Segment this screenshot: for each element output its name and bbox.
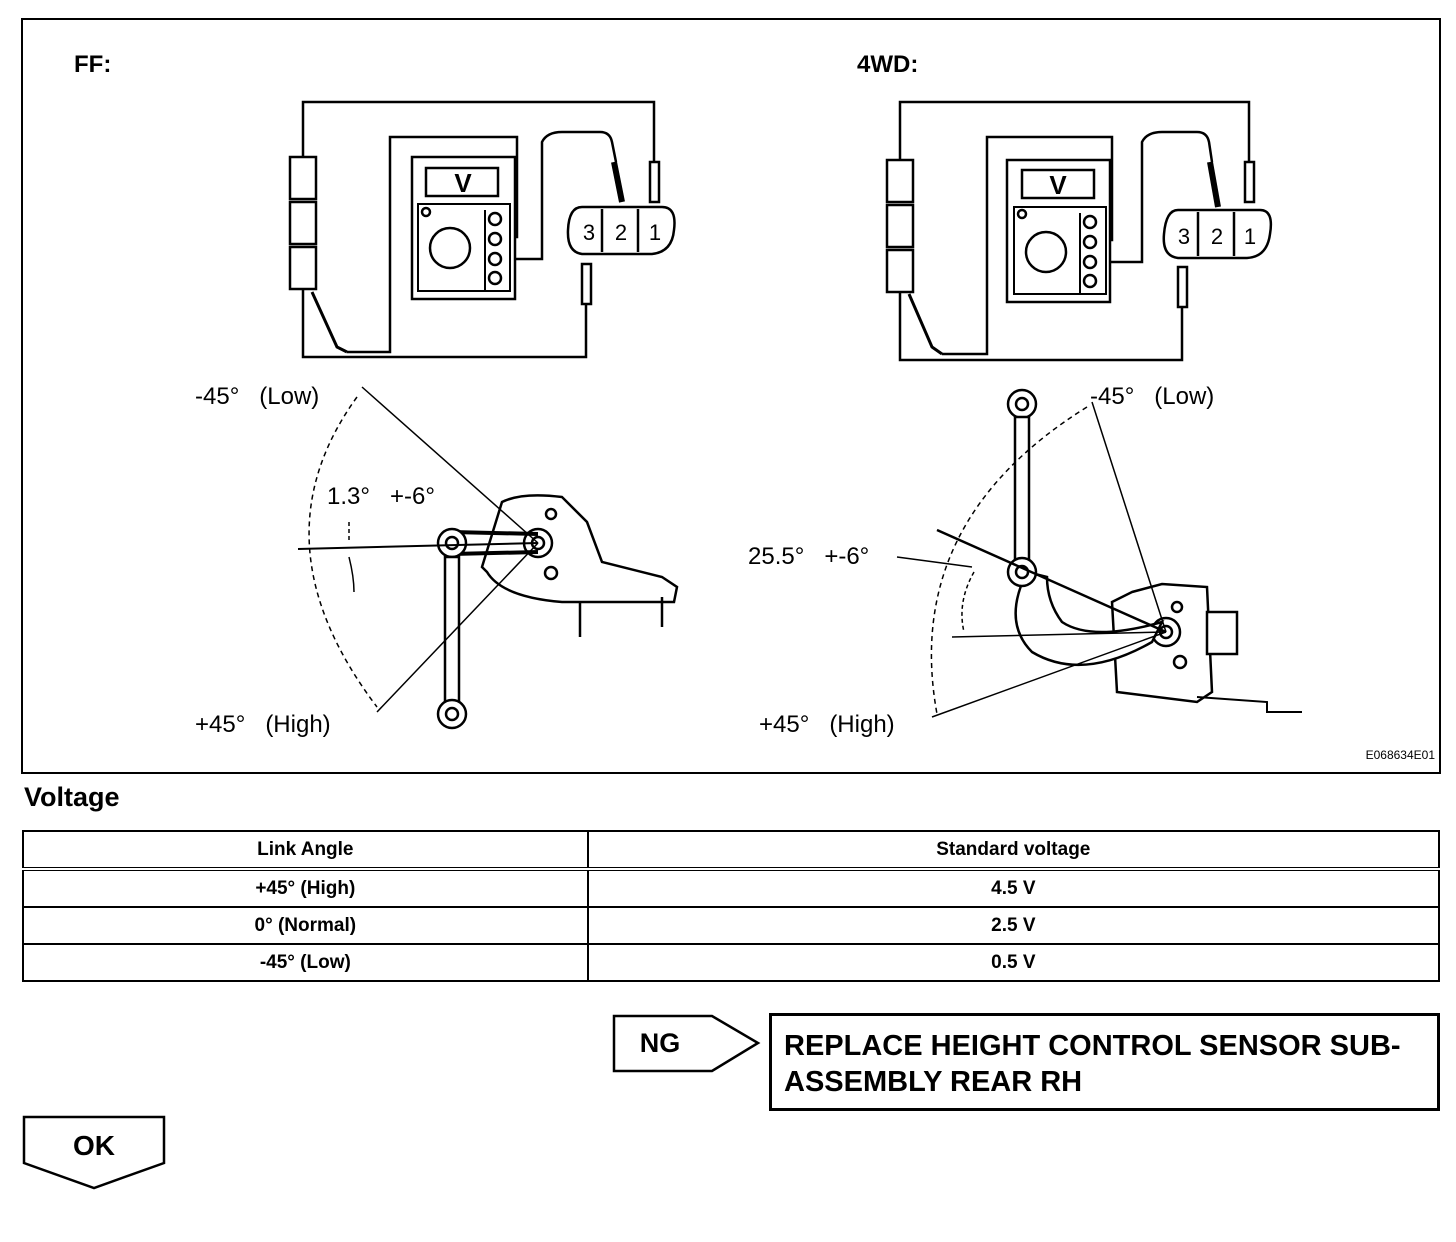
- ff-wire: [502, 130, 618, 261]
- table-row: -45° (Low) 0.5 V: [22, 943, 1441, 982]
- voltage-cell: 2.5 V: [586, 906, 1441, 945]
- fwd-low-label: -45° (Low): [1090, 383, 1214, 410]
- fwd-wire: [898, 100, 1251, 162]
- fwd-meter-label: V: [1049, 170, 1067, 200]
- fwd-connector: [1162, 208, 1273, 260]
- fwd-terminal-3: 3: [1178, 224, 1190, 249]
- fwd-height-sensor: [1014, 570, 1302, 713]
- fwd-high-label: +45° (High): [759, 711, 895, 738]
- fwd-probe: [907, 293, 943, 356]
- ff-high-label: +45° (High): [195, 711, 331, 738]
- ff-height-sensor: [480, 494, 679, 637]
- link-angle-cell: -45° (Low): [22, 943, 589, 982]
- ff-multimeter: [410, 155, 517, 301]
- table-row: +45° (High) 4.5 V: [22, 868, 1441, 908]
- fwd-battery: [885, 158, 915, 294]
- ff-link-rod: [436, 527, 539, 730]
- fwd-probe: [1243, 160, 1256, 204]
- column-header-link-angle: Link Angle: [22, 830, 589, 871]
- fwd-wire: [898, 292, 1184, 362]
- ng-label: NG: [640, 1028, 681, 1058]
- ff-wire: [301, 100, 656, 162]
- ng-result-line-1: REPLACE HEIGHT CONTROL SENSOR SUB-: [784, 1030, 1401, 1062]
- table-header-row: Link Angle Standard voltage: [22, 830, 1441, 871]
- ng-arrow: NG: [612, 1014, 761, 1073]
- ng-result-line-2: ASSEMBLY REAR RH: [784, 1066, 1083, 1098]
- fwd-wire: [1097, 130, 1214, 264]
- fwd-multimeter: [1005, 158, 1112, 304]
- link-angle-cell: +45° (High): [22, 868, 589, 908]
- voltage-cell: 0.5 V: [586, 943, 1441, 982]
- fwd-terminal-1: 1: [1244, 224, 1256, 249]
- ng-result-box: REPLACE HEIGHT CONTROL SENSOR SUB- ASSEM…: [769, 1013, 1440, 1111]
- ok-arrow: OK: [22, 1115, 166, 1190]
- fwd-probe: [1176, 265, 1189, 309]
- table-row: 0° (Normal) 2.5 V: [22, 906, 1441, 945]
- ff-label: FF:: [74, 51, 111, 78]
- link-angle-cell: 0° (Normal): [22, 906, 589, 945]
- ff-angle-label: 1.3° +-6°: [327, 483, 435, 510]
- ff-terminal-3: 3: [583, 220, 595, 245]
- fwd-link-rod: [1006, 388, 1038, 588]
- ff-low-label: -45° (Low): [195, 383, 319, 410]
- ff-meter-label: V: [454, 168, 472, 198]
- ff-battery: [288, 155, 318, 291]
- ff-terminal-1: 1: [649, 220, 661, 245]
- ff-probe: [648, 160, 661, 204]
- wiring-diagram: V 3 2 1: [74, 51, 1436, 762]
- fwd-label: 4WD:: [857, 51, 918, 78]
- diagram-frame: V 3 2 1: [21, 18, 1441, 774]
- ff-terminal-2: 2: [615, 220, 627, 245]
- ff-connector: [566, 205, 676, 256]
- ff-probe: [580, 262, 593, 306]
- voltage-cell: 4.5 V: [586, 868, 1441, 908]
- voltage-table: Link Angle Standard voltage +45° (High) …: [22, 830, 1441, 982]
- figure-code: E068634E01: [1366, 748, 1436, 762]
- ff-wire: [301, 289, 588, 359]
- ff-probe: [310, 291, 348, 354]
- section-title: Voltage: [24, 782, 120, 812]
- fwd-angle-label: 25.5° +-6°: [748, 543, 869, 570]
- fwd-terminal-2: 2: [1211, 224, 1223, 249]
- ok-label: OK: [73, 1130, 115, 1161]
- column-header-standard-voltage: Standard voltage: [586, 830, 1441, 871]
